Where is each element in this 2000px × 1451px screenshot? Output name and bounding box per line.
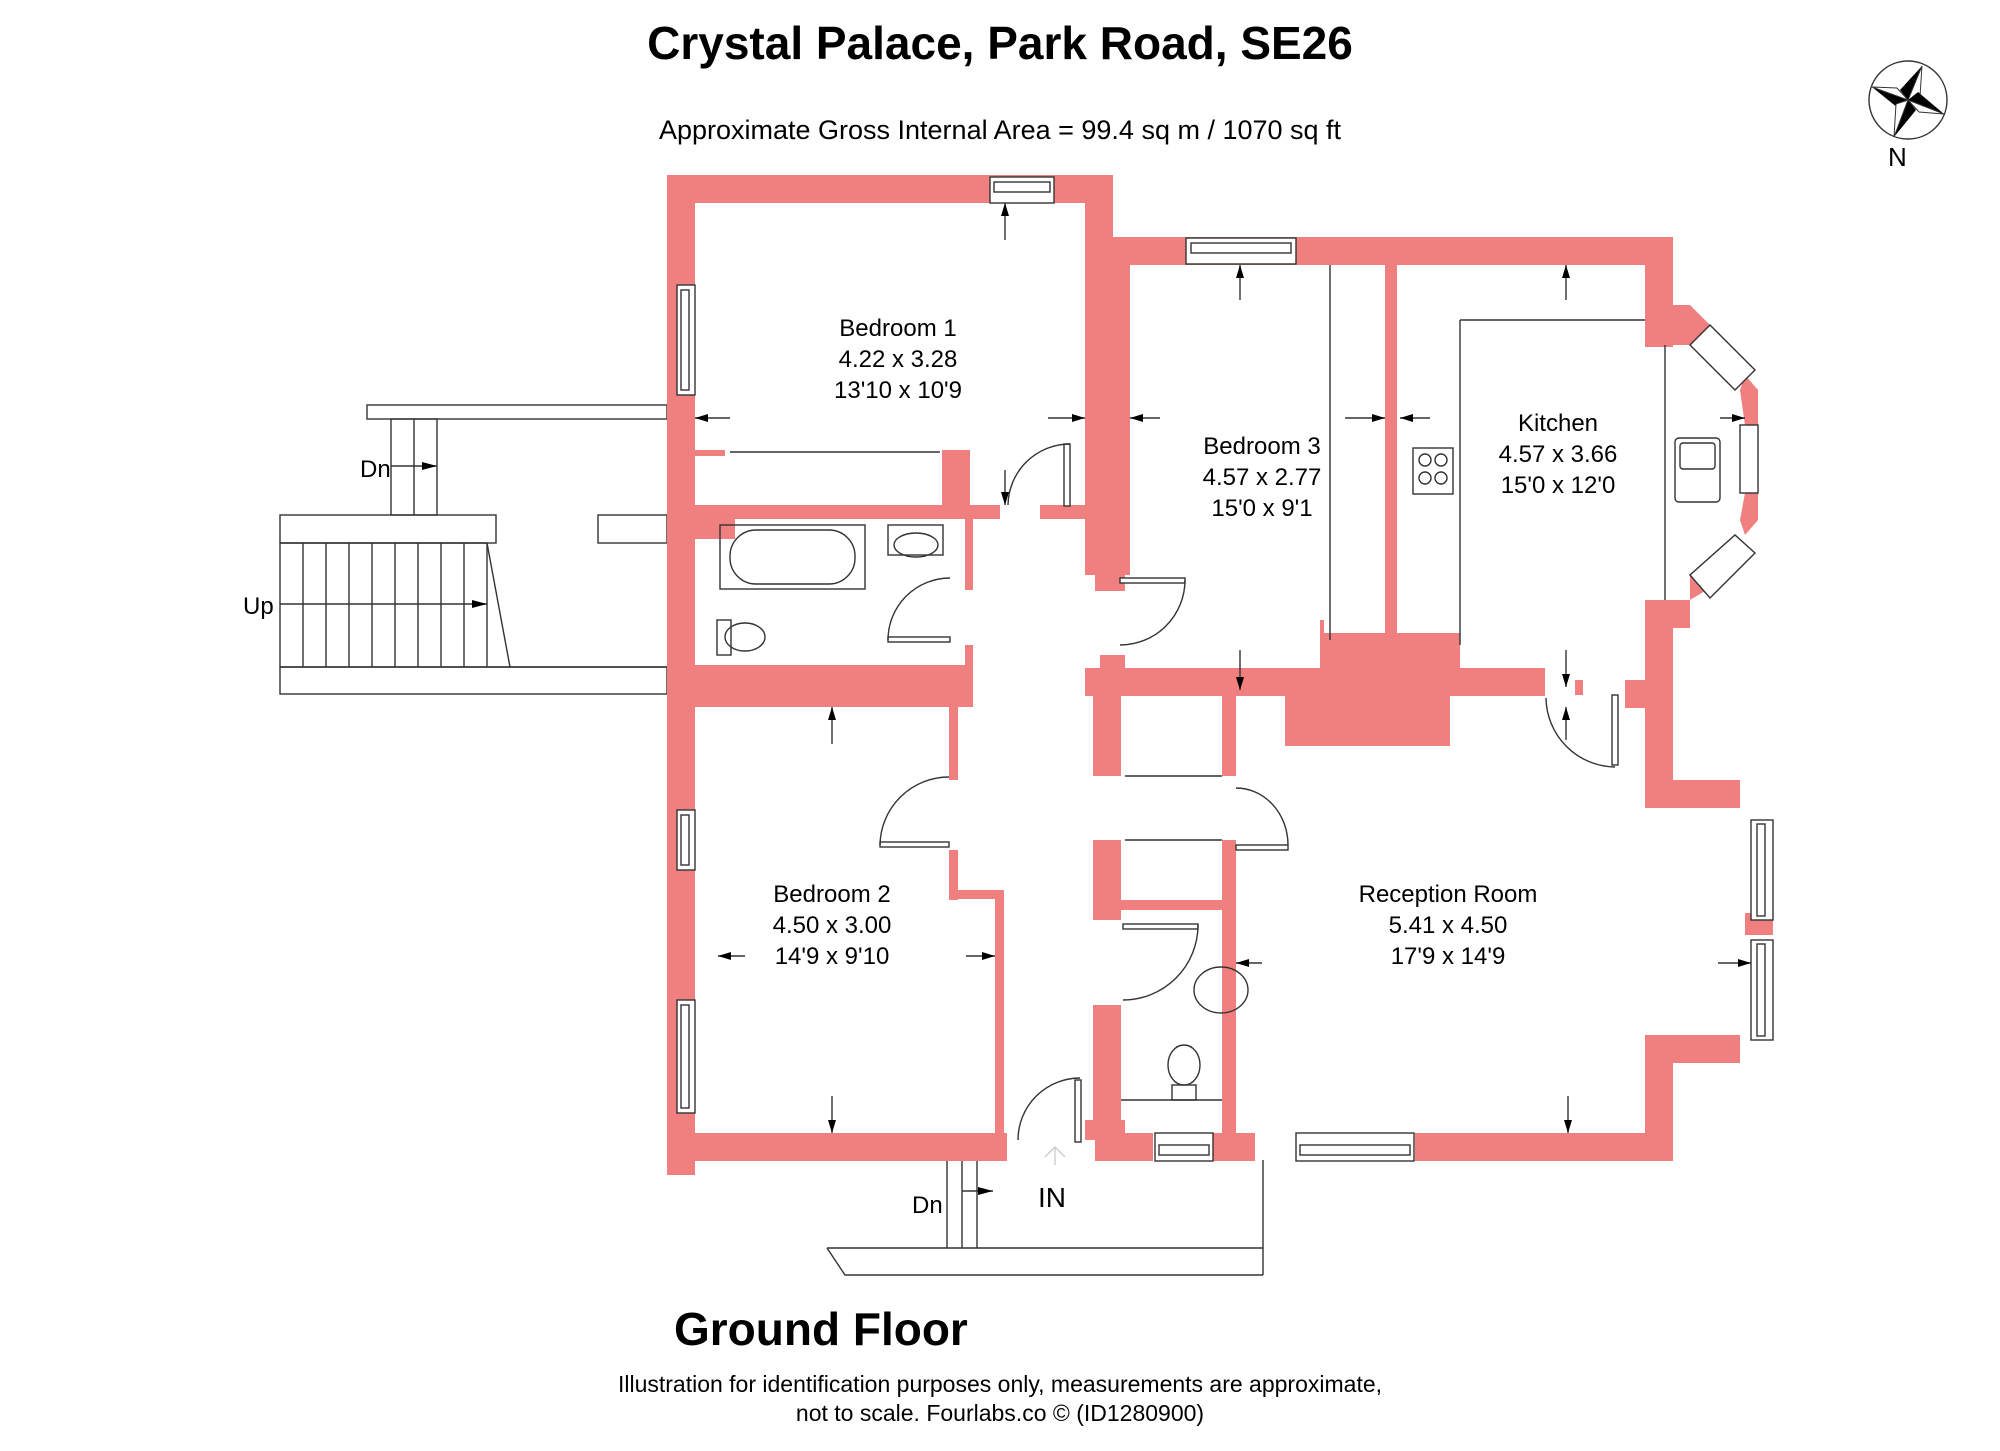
fixtures: [716, 437, 1721, 1101]
room-imperial: 17'9 x 14'9: [1391, 943, 1506, 970]
stairs-up-label: Up: [243, 593, 274, 620]
windows: [676, 176, 1774, 1162]
entrance-steps: [826, 1146, 1264, 1276]
room-metric: 4.57 x 3.66: [1499, 441, 1618, 468]
sink-icon: [1674, 437, 1721, 503]
page-title: Crystal Palace, Park Road, SE26: [647, 17, 1353, 69]
wc-toilet-icon: [1167, 1044, 1201, 1086]
room-name: Bedroom 1: [839, 315, 956, 342]
bath-icon: [719, 524, 866, 590]
room-name: Reception Room: [1359, 881, 1538, 908]
hob-icon: [1412, 447, 1454, 495]
room-imperial: 15'0 x 12'0: [1501, 472, 1616, 499]
external-stairs: [279, 404, 668, 695]
disclaimer-line-1: Illustration for identification purposes…: [617, 1371, 1383, 1397]
room-imperial: 15'0 x 9'1: [1211, 495, 1312, 522]
room-imperial: 13'10 x 10'9: [834, 377, 962, 404]
walls: [667, 175, 1773, 1175]
toilet-icon: [716, 619, 732, 656]
room-imperial: 14'9 x 9'10: [775, 943, 890, 970]
room-metric: 5.41 x 4.50: [1389, 912, 1508, 939]
compass-rose-icon: [1868, 60, 1948, 140]
dimension-arrows: [695, 203, 1751, 1133]
wc-basin-icon: [1193, 966, 1249, 1014]
disclaimer: Illustration for identification purposes…: [0, 1370, 2000, 1428]
room-name: Kitchen: [1518, 410, 1598, 437]
room-metric: 4.22 x 3.28: [839, 346, 958, 373]
entrance-label: IN: [1038, 1182, 1066, 1213]
room-bedroom-2: Bedroom 2 4.50 x 3.00 14'9 x 9'10: [773, 881, 892, 970]
room-bedroom-3: Bedroom 3 4.57 x 2.77 15'0 x 9'1: [1203, 433, 1322, 522]
room-name: Bedroom 3: [1203, 433, 1320, 460]
room-bedroom-1: Bedroom 1 4.22 x 3.28 13'10 x 10'9: [834, 315, 962, 404]
room-kitchen: Kitchen 4.57 x 3.66 15'0 x 12'0: [1499, 410, 1618, 499]
entrance-stairs-down-label: Dn: [912, 1192, 943, 1219]
room-reception: Reception Room 5.41 x 4.50 17'9 x 14'9: [1359, 881, 1538, 970]
room-metric: 4.50 x 3.00: [773, 912, 892, 939]
gross-internal-area: Approximate Gross Internal Area = 99.4 s…: [658, 115, 1342, 145]
basin-icon: [887, 524, 944, 556]
doors: [730, 265, 1666, 1143]
floor-label: Ground Floor: [674, 1303, 968, 1355]
compass-north-label: N: [1888, 142, 1907, 172]
stairs-down-label: Dn: [360, 456, 391, 483]
room-name: Bedroom 2: [773, 881, 890, 908]
disclaimer-line-2: not to scale. Fourlabs.co © (ID1280900): [795, 1400, 1205, 1426]
room-metric: 4.57 x 2.77: [1203, 464, 1322, 491]
